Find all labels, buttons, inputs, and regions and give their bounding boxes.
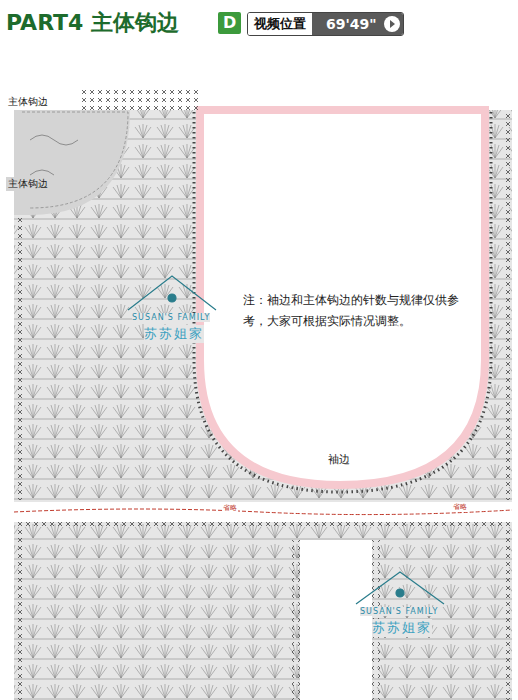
video-position-badge: 视频位置69'49" bbox=[247, 12, 404, 36]
play-icon bbox=[381, 13, 403, 35]
watermark: 苏苏姐家 bbox=[372, 619, 432, 637]
part-letter: D bbox=[223, 13, 236, 32]
sleeve-edge-label: 袖边 bbox=[326, 452, 352, 467]
section-label: 主体钩边 bbox=[6, 177, 50, 191]
watermark: SUSAN'S FAMILY bbox=[132, 313, 210, 322]
badge-label: 视频位置 bbox=[248, 13, 312, 35]
omission-label: 省略 bbox=[222, 503, 238, 513]
omission-label: 省略 bbox=[452, 502, 468, 512]
section-label: 主体钩边 bbox=[8, 95, 48, 109]
note-text: 注：袖边和主体钩边的针数与规律仅供参考，大家可根据实际情况调整。 bbox=[243, 290, 475, 332]
part-letter-box: D bbox=[218, 12, 241, 34]
watermark: SUSAN'S FAMILY bbox=[360, 607, 438, 616]
chart-title: PART4 主体钩边 bbox=[6, 8, 179, 38]
badge-time: 69'49" bbox=[312, 13, 381, 35]
watermark: 苏苏姐家 bbox=[144, 325, 204, 343]
